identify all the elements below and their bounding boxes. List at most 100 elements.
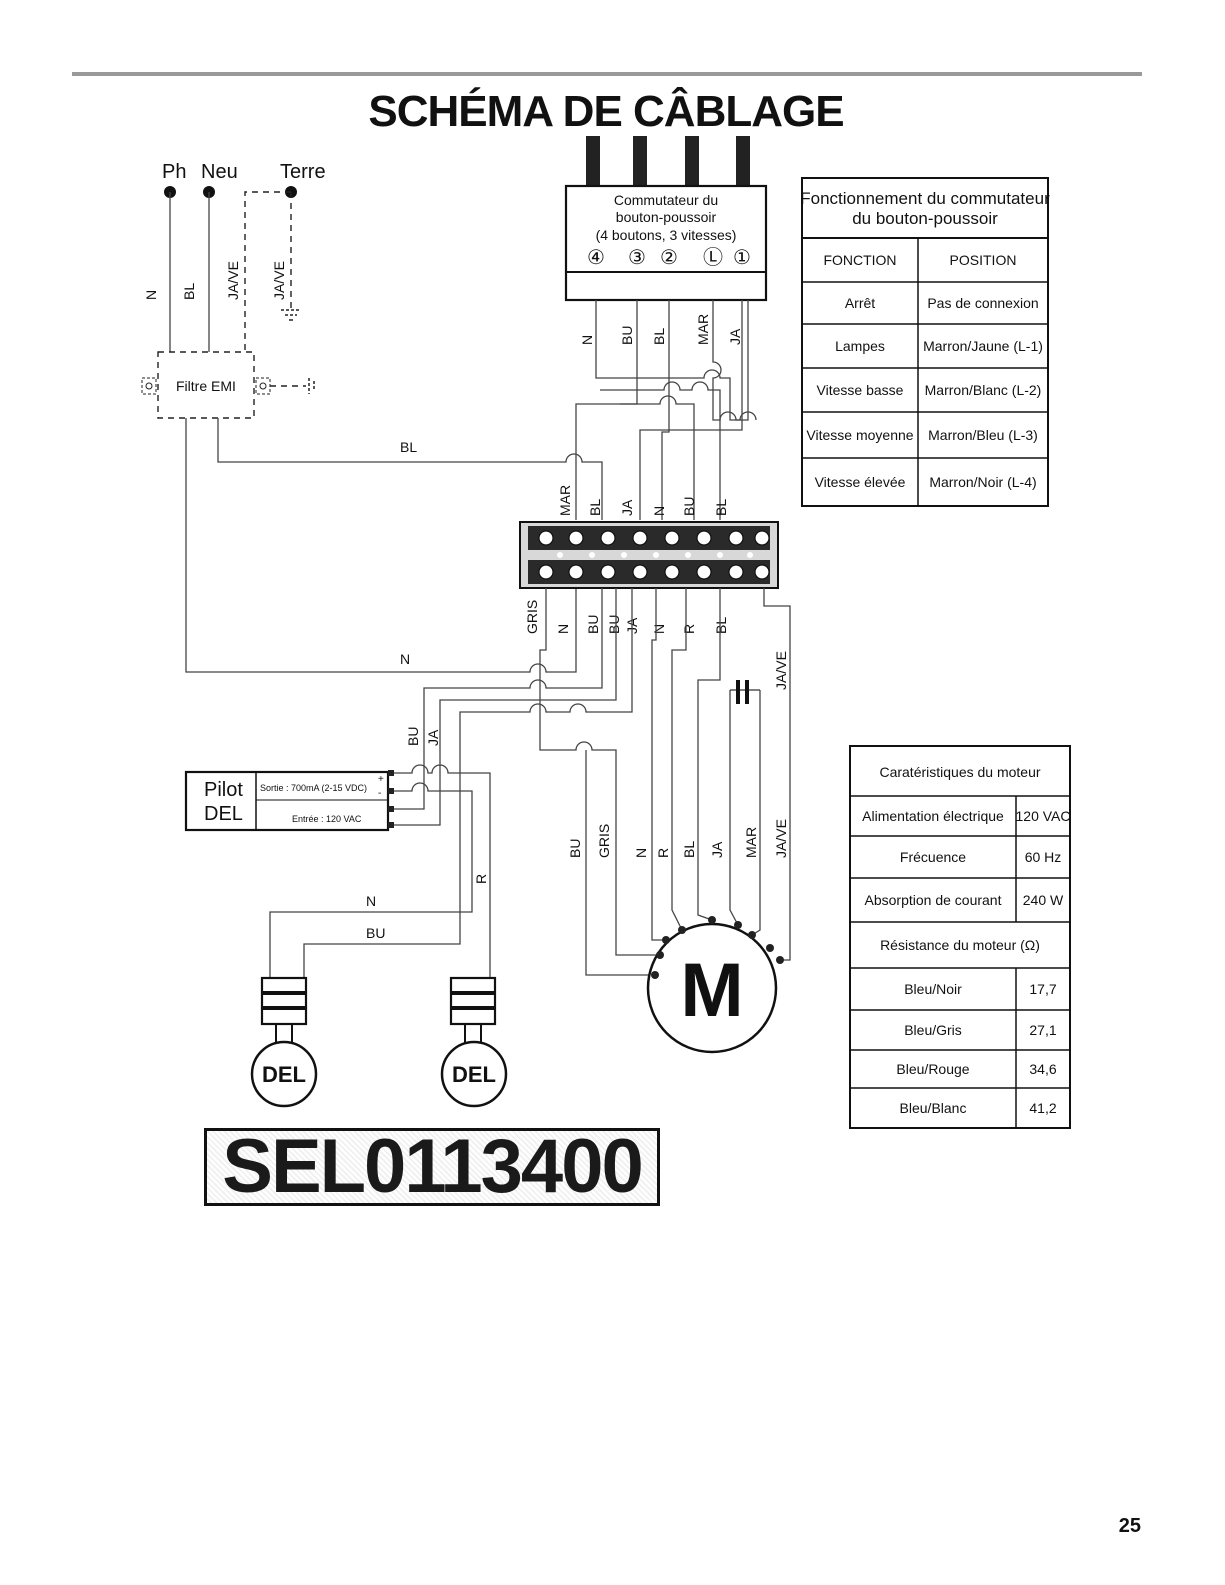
capacitor-icon <box>730 680 760 704</box>
block-bottom-bu-2: BU <box>606 615 622 634</box>
switch-terminal-2: ② <box>660 247 678 269</box>
resistance-2-value: 27,1 <box>1029 1022 1056 1038</box>
block-bottom-n-2: N <box>651 624 667 634</box>
motor-spec-1-name: Alimentation électrique <box>862 808 1004 824</box>
supply-n-label: N <box>143 290 159 300</box>
switch-table-title-2: du bouton-poussoir <box>852 209 998 228</box>
resistance-3-value: 34,6 <box>1029 1061 1056 1077</box>
emi-ground-left-icon <box>141 377 157 395</box>
motor-terminals <box>651 916 784 979</box>
switch-wire-bl: BL <box>651 328 667 345</box>
switch-table-r3-fonction: Vitesse basse <box>817 382 904 398</box>
driver-wire-bu: BU <box>405 727 421 746</box>
motor-wire-r: R <box>655 848 671 858</box>
ground-symbol-icon <box>281 309 301 321</box>
switch-table-r2-fonction: Lampes <box>835 338 885 354</box>
motor-wire-mar: MAR <box>743 827 759 858</box>
block-bottom-bu: BU <box>585 615 601 634</box>
jave-right-label: JA/VE <box>773 651 789 690</box>
mid-n-label: N <box>400 651 410 667</box>
supply-ph-label: Ph <box>162 161 186 183</box>
motor-wire-n: N <box>633 848 649 858</box>
mid-bl-label: BL <box>400 439 417 455</box>
emi-filter-box <box>157 351 255 419</box>
switch-title-line-2: bouton-poussoir <box>616 209 717 225</box>
block-top-bu: BU <box>681 497 697 516</box>
block-bottom-gris: GRIS <box>524 600 540 634</box>
switch-terminal-l: Ⓛ <box>703 246 723 269</box>
switch-terminal-3: ③ <box>628 247 646 269</box>
supply-jave-label-2: JA/VE <box>271 261 287 300</box>
emi-filter-label: Filtre EMI <box>176 378 236 394</box>
block-top-n: N <box>651 506 667 516</box>
resistance-3-pair: Bleu/Rouge <box>896 1061 969 1077</box>
motor-spec-3-name: Absorption de courant <box>865 892 1002 908</box>
emi-n-out-wire <box>185 418 577 673</box>
driver-name-line-2: DEL <box>204 803 243 825</box>
part-number: SEL0113400 <box>204 1128 660 1206</box>
motor-wire-ja: JA <box>709 841 725 858</box>
switch-table-title-1: Fonctionnement du commutateur <box>800 189 1050 208</box>
motor-spec-2-value: 60 Hz <box>1025 849 1062 865</box>
led-lamp-left-icon <box>250 976 318 1108</box>
resistance-1-value: 17,7 <box>1029 981 1056 997</box>
motor-wire-gris: GRIS <box>596 824 612 858</box>
page-title: SCHÉMA DE CÂBLAGE <box>368 86 843 136</box>
motor-table-title: Caratéristiques du moteur <box>879 764 1040 780</box>
switch-wire-bu: BU <box>619 326 635 345</box>
motor-characteristics-table <box>849 745 1071 1129</box>
switch-table-r5-fonction: Vitesse élevée <box>815 474 906 490</box>
motor-spec-3-value: 240 W <box>1023 892 1064 908</box>
resistance-1-pair: Bleu/Noir <box>904 981 962 997</box>
driver-input: Entrée : 120 VAC <box>292 814 362 824</box>
led-right-label: DEL <box>452 1062 496 1087</box>
led-lamp-right-icon <box>440 976 508 1108</box>
driver-wires <box>269 720 491 990</box>
switch-table-r5-position: Marron/Noir (L-4) <box>929 474 1036 490</box>
motor-wire-bl: BL <box>681 841 697 858</box>
block-top-ja: JA <box>619 499 635 516</box>
switch-title-line-1: Commutateur du <box>614 192 718 208</box>
switch-wire-ja: JA <box>727 328 743 345</box>
switch-table-r1-fonction: Arrêt <box>845 295 875 311</box>
switch-pins <box>586 136 750 186</box>
motor-resistance-title: Résistance du moteur (Ω) <box>880 937 1040 953</box>
led-bu-label: BU <box>366 925 385 941</box>
supply-neu-label: Neu <box>201 161 238 183</box>
block-top-bl: BL <box>587 499 603 516</box>
driver-terminals <box>388 770 394 828</box>
page-number: 25 <box>1118 1515 1141 1537</box>
switch-wire-n: N <box>579 335 595 345</box>
block-bottom-r: R <box>681 624 697 634</box>
led-r-label: R <box>473 874 489 884</box>
led-left-label: DEL <box>262 1062 306 1087</box>
switch-function-table <box>801 177 1049 507</box>
switch-title-line-3: (4 boutons, 3 vitesses) <box>596 227 737 243</box>
motor-spec-2-name: Frécuence <box>900 849 966 865</box>
driver-wire-ja: JA <box>425 729 441 746</box>
switch-table-r4-position: Marron/Bleu (L-3) <box>928 427 1038 443</box>
switch-table-r3-position: Marron/Blanc (L-2) <box>925 382 1042 398</box>
motor-wire-bu: BU <box>567 839 583 858</box>
supply-bl-label: BL <box>181 283 197 300</box>
driver-plus: + <box>378 774 384 785</box>
switch-table-r1-position: Pas de connexion <box>927 295 1038 311</box>
block-top-bl-2: BL <box>713 499 729 516</box>
driver-output: Sortie : 700mA (2-15 VDC) <box>260 783 367 793</box>
switch-table-r2-position: Marron/Jaune (L-1) <box>923 338 1043 354</box>
lower-wires <box>423 588 791 976</box>
driver-box <box>184 770 390 832</box>
switch-body <box>564 184 768 302</box>
resistance-2-pair: Bleu/Gris <box>904 1022 962 1038</box>
switch-table-header-position: POSITION <box>950 252 1017 268</box>
motor-spec-1-value: 120 VAC <box>1016 808 1071 824</box>
supply-terre-label: Terre <box>280 161 326 183</box>
resistance-4-value: 41,2 <box>1029 1100 1056 1116</box>
block-bottom-bl: BL <box>713 617 729 634</box>
emi-ground-right-icon <box>255 377 315 395</box>
block-bottom-n: N <box>555 624 571 634</box>
supply-jave-label-1: JA/VE <box>225 261 241 300</box>
supply-ground-wire-a <box>244 191 291 352</box>
resistance-4-pair: Bleu/Blanc <box>900 1100 967 1116</box>
